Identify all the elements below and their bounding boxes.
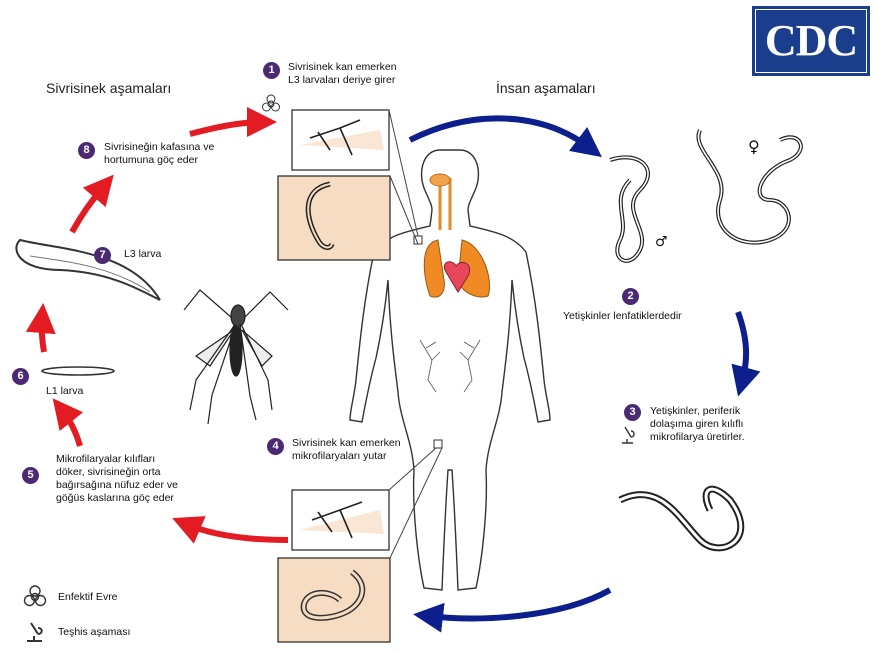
step-5-line-4: göğüs kaslarına göç eder [56,492,178,505]
arrow-human-right [738,312,746,382]
cdc-logo: CDC [752,6,870,76]
step-8-line-2: hortumuna göç eder [104,154,214,167]
step-3-badge: 3 [624,404,641,421]
human-stages-title: İnsan aşamaları [496,80,596,96]
step-6-text: L1 larva [46,385,83,398]
step-5-text: Mikrofilaryalar kılıfları döker, sivrisi… [56,453,178,505]
step-6-badge: 6 [12,368,29,385]
step-7-line-1: L3 larva [124,248,161,261]
arrow-mosquito-7-8 [72,186,104,232]
step-3-text: Yetişkinler, periferik dolaşıma giren kı… [650,405,745,444]
step-5-line-3: bağırsağına nüfuz eder ve [56,479,178,492]
step-3-line-1: Yetişkinler, periferik [650,405,745,418]
step-5-badge: 5 [22,467,39,484]
step-1-line-1: Sivrisinek kan emerken [288,61,397,74]
mosquito [184,290,288,424]
legend-diagnostic-label: Teşhis aşaması [58,626,130,639]
l1-larva [42,367,114,375]
step-1-line-2: L3 larvaları deriye girer [288,74,397,87]
step-2-badge: 2 [622,288,639,305]
step-4-badge: 4 [267,438,284,455]
arrow-mosquito-8-1 [190,122,262,134]
step-1-badge: 1 [263,62,280,79]
step-5-line-1: Mikrofilaryalar kılıfları [56,453,178,466]
step-3-line-3: mikrofilarya üretirler. [650,431,745,444]
step-4-line-1: Sivrisinek kan emerken [292,437,401,450]
step-2-text: Yetişkinler lenfatiklerdedir [563,310,682,323]
step-2-line-1: Yetişkinler lenfatiklerdedir [563,310,682,323]
step-7-text: L3 larva [124,248,161,261]
female-symbol: ♀ [748,140,760,153]
mosquito-stages-title: Sivrisinek aşamaları [46,80,171,96]
step-8-text: Sivrisineğin kafasına ve hortumuna göç e… [104,141,214,167]
arrow-mosquito-4-5 [186,524,288,540]
adult-worms [610,130,801,261]
step-3-line-2: dolaşıma giren kılıflı [650,418,745,431]
arrow-human-bottom [428,590,610,618]
step-1-text: Sivrisinek kan emerken L3 larvaları deri… [288,61,397,87]
sheathed-microfilaria [620,489,741,548]
biohazard-icon [263,95,280,111]
legend-infective-label: Enfektif Evre [58,591,118,604]
arrow-human-top [410,118,590,148]
arrow-mosquito-6-7 [42,318,44,352]
step-7-badge: 7 [94,247,111,264]
step-8-line-1: Sivrisineğin kafasına ve [104,141,214,154]
legend-biohazard-icon [22,584,48,610]
step-4-line-2: mikrofilaryaları yutar [292,450,401,463]
step-4-text: Sivrisinek kan emerken mikrofilaryaları … [292,437,401,463]
cdc-logo-text: CDC [765,16,857,65]
legend-microscope-icon [22,620,46,644]
arrow-mosquito-5-6 [62,410,80,446]
microscope-icon [622,427,634,443]
step-5-line-2: döker, sivrisineğin orta [56,466,178,479]
step-8-badge: 8 [78,142,95,159]
male-symbol: ♂ [655,236,668,249]
step-6-line-1: L1 larva [46,385,83,398]
nasal-cavity [430,174,450,186]
